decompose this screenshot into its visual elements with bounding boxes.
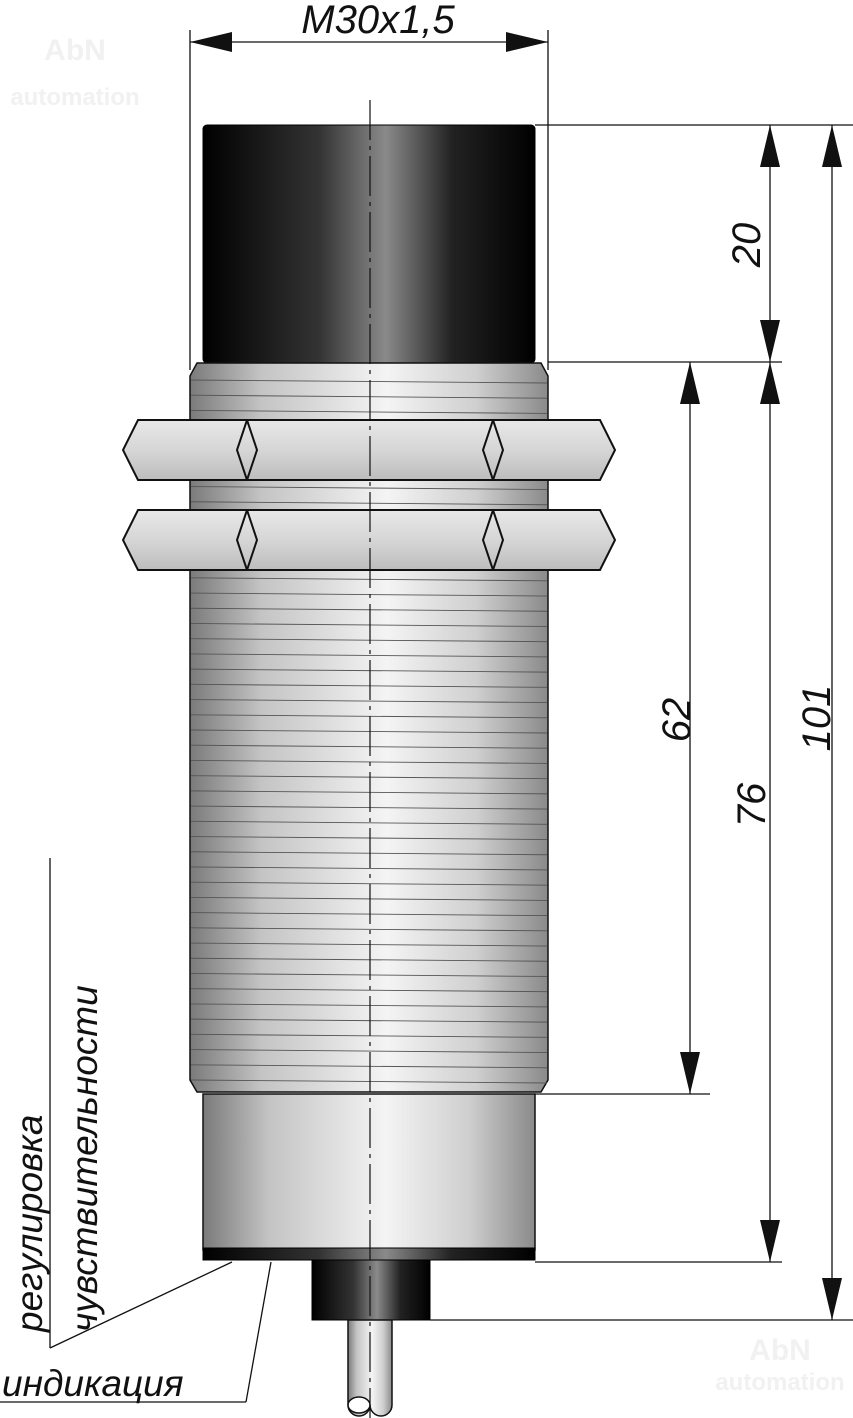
svg-text:automation: automation — [10, 84, 139, 111]
thread-line — [190, 668, 548, 673]
thread-line — [190, 881, 548, 886]
thread-line — [190, 653, 548, 658]
lock-nut-lower — [121, 509, 617, 571]
thread-line — [190, 1049, 548, 1054]
thread-line — [190, 638, 548, 643]
extension-lines — [430, 124, 853, 1321]
svg-text:automation: automation — [715, 1369, 844, 1396]
thread-line — [190, 394, 548, 399]
thread-line — [190, 1079, 548, 1084]
svg-text:индикация: индикация — [2, 1363, 184, 1404]
thread-line — [190, 927, 548, 932]
cable-gland — [311, 1259, 431, 1321]
thread-line — [190, 1033, 548, 1038]
thread-line — [190, 896, 548, 901]
svg-text:чувствительности: чувствительности — [64, 985, 105, 1332]
thread-line — [190, 1018, 548, 1023]
thread-lines — [190, 379, 548, 1084]
thread-line — [190, 836, 548, 840]
dimension-body-length: 76 — [730, 362, 780, 1262]
thread-line — [190, 988, 548, 993]
thread-line — [190, 942, 548, 947]
thread-line — [190, 486, 548, 490]
thread-line — [190, 744, 548, 749]
thread-line — [190, 805, 548, 810]
thread-line — [190, 729, 548, 734]
dimension-thread-length: 62 — [655, 362, 700, 1094]
thread-line — [190, 699, 548, 704]
thread-line — [190, 912, 548, 917]
dimension-total-length: 101 — [795, 125, 842, 1320]
thread-line — [190, 851, 548, 856]
thread-line — [190, 501, 548, 506]
thread-line — [190, 623, 548, 627]
thread-line — [190, 1003, 548, 1008]
thread-line — [190, 790, 548, 795]
thread-line — [190, 714, 548, 719]
thread-line — [190, 683, 548, 688]
svg-text:M30x1,5: M30x1,5 — [301, 0, 455, 42]
lock-nut-upper — [121, 419, 617, 481]
svg-text:62: 62 — [655, 698, 699, 743]
thread-line — [190, 577, 548, 582]
svg-text:20: 20 — [725, 223, 769, 269]
sensing-cap — [202, 124, 536, 364]
thread-line — [190, 1064, 548, 1069]
thread-line — [190, 775, 548, 780]
svg-text:регулировка: регулировка — [9, 1115, 50, 1333]
callout-indication: индикация — [0, 1261, 272, 1404]
svg-text:101: 101 — [795, 685, 839, 752]
thread-line — [190, 957, 548, 962]
dimension-cap: 20 — [725, 125, 780, 362]
dimension-thread: M30x1,5 — [189, 0, 549, 370]
thread-line — [190, 973, 548, 977]
thread-line — [190, 607, 548, 612]
watermark-top: AbN automation — [10, 34, 139, 111]
rear-housing — [202, 1093, 536, 1251]
indicator-ring — [202, 1247, 536, 1261]
thread-line — [190, 379, 548, 384]
thread-line — [190, 866, 548, 871]
svg-text:76: 76 — [730, 782, 774, 827]
thread-line — [190, 759, 548, 764]
svg-text:AbN: AbN — [44, 34, 106, 67]
callout-sensitivity: регулировка чувствительности — [9, 858, 233, 1349]
svg-text:AbN: AbN — [749, 1334, 811, 1367]
watermark-bottom: AbN automation — [715, 1334, 844, 1396]
thread-line — [190, 409, 548, 414]
thread-line — [190, 592, 548, 597]
thread-line — [190, 820, 548, 825]
